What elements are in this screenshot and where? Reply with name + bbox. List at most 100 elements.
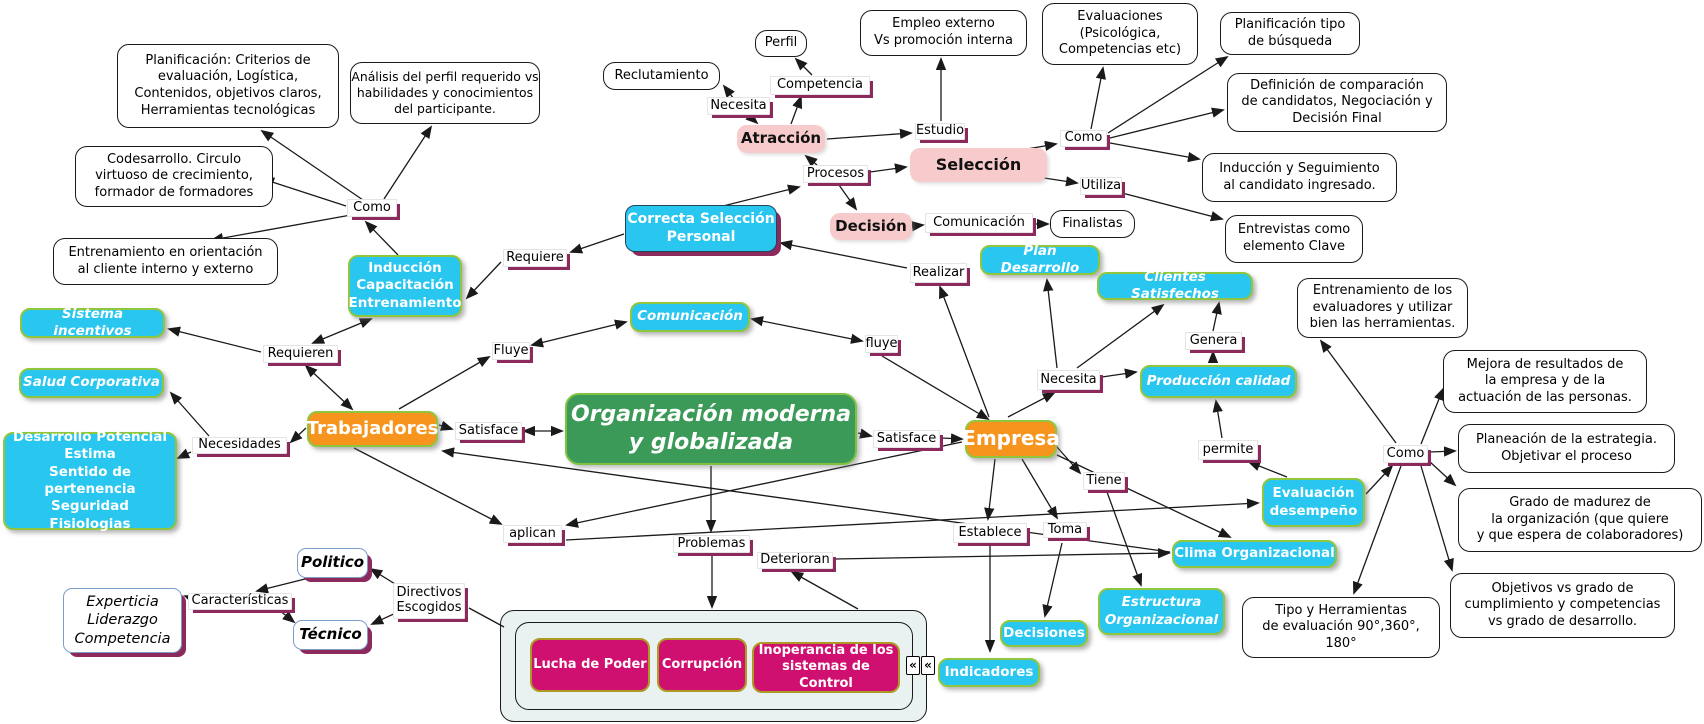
edge-arrow: [790, 95, 803, 125]
node-empresa[interactable]: Empresa: [962, 420, 1060, 458]
node-corrupcion[interactable]: Corrupción: [657, 638, 747, 692]
label-requiere[interactable]: Requiere: [503, 249, 567, 267]
edge-arrow: [911, 221, 925, 232]
edge-arrow: [383, 125, 433, 200]
edge-arrow: [1212, 399, 1223, 439]
label-toma[interactable]: Toma: [1043, 522, 1087, 538]
box-analisis-perfil[interactable]: Análisis del perfil requerido vs habilid…: [350, 62, 540, 124]
node-induccion-capacitacion[interactable]: Inducción Capacitación Entrenamiento: [348, 255, 462, 317]
label-utiliza[interactable]: Utiliza: [1080, 177, 1122, 195]
edge-arrow: [881, 355, 990, 420]
node-salud-corporativa[interactable]: Salud Corporativa: [19, 368, 164, 398]
label-genera[interactable]: Genera: [1185, 332, 1242, 350]
label-necesita-empresa[interactable]: Necesita: [1037, 370, 1100, 390]
label-satisface-izq[interactable]: Satisface: [455, 422, 522, 440]
box-definicion-comparacion[interactable]: Definición de comparación de candidatos,…: [1227, 73, 1447, 132]
node-decisiones[interactable]: Decisiones: [1000, 620, 1088, 647]
edge-arrow: [1042, 542, 1063, 618]
edge-arrow: [255, 577, 310, 594]
node-trabajadores[interactable]: Trabajadores: [307, 411, 438, 447]
edge-arrow: [1121, 192, 1224, 222]
label-directivos-escogidos[interactable]: Directivos Escogidos: [393, 583, 465, 619]
box-planeacion-estrategia[interactable]: Planeación de la estrategia. Objetivar e…: [1458, 424, 1675, 473]
box-planificacion-criterios[interactable]: Planificación: Criterios de evaluación, …: [117, 44, 339, 128]
box-perfil[interactable]: Perfil: [755, 30, 807, 57]
node-lucha-de-poder[interactable]: Lucha de Poder: [530, 638, 650, 692]
edge-arrow: [1076, 303, 1165, 369]
label-fluye-izq[interactable]: Fluye: [492, 342, 530, 360]
edge-arrow: [364, 220, 399, 256]
box-objetivos-vs[interactable]: Objetivos vs grado de cumplimiento y com…: [1450, 573, 1675, 638]
edge-arrow: [289, 427, 307, 444]
label-caracteristicas[interactable]: Características: [188, 593, 292, 610]
edge-arrow: [260, 129, 364, 201]
box-entrenamiento-orientacion[interactable]: Entrenamiento en orientación al cliente …: [53, 238, 278, 285]
box-entrenamiento-evaluadores[interactable]: Entrenamiento de los evaluadores y utili…: [1297, 278, 1468, 338]
node-clientes-satisfechos[interactable]: Clientes Satisfechos: [1097, 269, 1253, 302]
label-deterioran[interactable]: Deterioran: [757, 552, 833, 569]
node-indicadores[interactable]: Indicadores: [938, 658, 1040, 687]
label-procesos[interactable]: Procesos: [803, 165, 868, 183]
label-establece[interactable]: Establece: [953, 523, 1027, 543]
edge-arrow: [1109, 142, 1201, 163]
label-necesita-top[interactable]: Necesita: [707, 97, 770, 115]
label-satisface-der[interactable]: Satisface: [873, 430, 940, 448]
box-finalistas[interactable]: Finalistas: [1050, 210, 1135, 238]
box-planificacion-tipo[interactable]: Planificación tipo de búsqueda: [1220, 12, 1360, 55]
box-grado-madurez[interactable]: Grado de madurez de la organización (que…: [1458, 488, 1702, 552]
label-permite[interactable]: permite: [1198, 440, 1258, 460]
edge-arrow: [565, 498, 1260, 541]
edge-arrow: [718, 184, 801, 208]
node-produccion-calidad[interactable]: Producción calidad: [1140, 365, 1297, 398]
box-induccion-seguimiento[interactable]: Inducción y Seguimiento al candidato ing…: [1202, 153, 1397, 202]
label-estudio[interactable]: Estudio: [915, 123, 965, 140]
edge-arrow: [468, 607, 505, 628]
node-desarrollo-potencial[interactable]: Desarrollo Potencial Estima Sentido de p…: [3, 429, 177, 532]
edge-arrow: [311, 318, 373, 344]
edge-arrow: [176, 448, 192, 459]
label-como-der[interactable]: Como: [1383, 445, 1428, 463]
box-entrevistas-clave[interactable]: Entrevistas como elemento Clave: [1225, 215, 1363, 263]
box-mejora-resultados[interactable]: Mejora de resultados de la empresa y de …: [1443, 350, 1647, 413]
node-experticia[interactable]: Experticia Liderazgo Competencia: [63, 588, 182, 653]
node-estructura-organizacional[interactable]: Estructura Organizacional: [1098, 588, 1225, 635]
node-correcta-seleccion[interactable]: Correcta Selección Personal: [625, 205, 777, 252]
label-fluye-der[interactable]: fluye: [865, 335, 898, 353]
label-tiene[interactable]: Tiene: [1083, 472, 1125, 490]
box-codesarrollo[interactable]: Codesarrollo. Circulo virtuoso de crecim…: [75, 146, 273, 207]
node-seleccion[interactable]: Selección: [910, 148, 1047, 182]
node-atraccion[interactable]: Atracción: [737, 125, 825, 153]
collapse-icon[interactable]: «: [921, 656, 935, 675]
node-politico[interactable]: Politico: [297, 548, 368, 578]
label-como-izq[interactable]: Como: [347, 199, 397, 217]
node-plan-desarrollo[interactable]: Plan Desarrollo: [980, 243, 1100, 276]
label-como-seleccion[interactable]: Como: [1060, 130, 1107, 147]
box-empleo-externo[interactable]: Empleo externo Vs promoción interna: [860, 10, 1027, 56]
edge-arrow: [1247, 461, 1288, 478]
node-tecnico[interactable]: Técnico: [293, 620, 368, 650]
label-realizar[interactable]: Realizar: [910, 263, 967, 283]
label-necesidades[interactable]: Necesidades: [192, 437, 287, 454]
box-reclutamiento[interactable]: Reclutamiento: [603, 62, 720, 90]
label-competencia[interactable]: Competencia: [770, 76, 870, 95]
edge-arrow: [838, 184, 858, 211]
box-evaluaciones[interactable]: Evaluaciones (Psicológica, Competencias …: [1042, 3, 1198, 65]
label-comunicacion[interactable]: Comunicación: [925, 213, 1033, 233]
edge-arrow: [826, 128, 913, 140]
edge-arrow: [1090, 66, 1106, 130]
label-aplican[interactable]: aplican: [503, 525, 562, 543]
collapse-icon[interactable]: «: [906, 656, 920, 675]
edge-arrow: [565, 441, 963, 528]
node-inoperancia[interactable]: Inoperancia de los sistemas de Control: [752, 642, 900, 693]
node-clima-organizacional[interactable]: Clima Organizacional: [1172, 540, 1337, 568]
node-sistema-incentivos[interactable]: Sistema incentivos: [20, 306, 165, 339]
box-tipo-herramientas[interactable]: Tipo y Herramientas de evaluación 90°,36…: [1242, 597, 1440, 658]
node-evaluacion-desempeno[interactable]: Evaluación desempeño: [1262, 478, 1365, 527]
label-requieren[interactable]: Requieren: [263, 345, 338, 363]
node-comunicacion[interactable]: Comunicación: [630, 302, 750, 332]
node-organizacion-moderna[interactable]: Organización moderna y globalizada: [565, 393, 857, 465]
node-decision[interactable]: Decisión: [830, 213, 912, 240]
edge-arrow: [353, 447, 503, 525]
label-problemas[interactable]: Problemas: [673, 535, 750, 553]
